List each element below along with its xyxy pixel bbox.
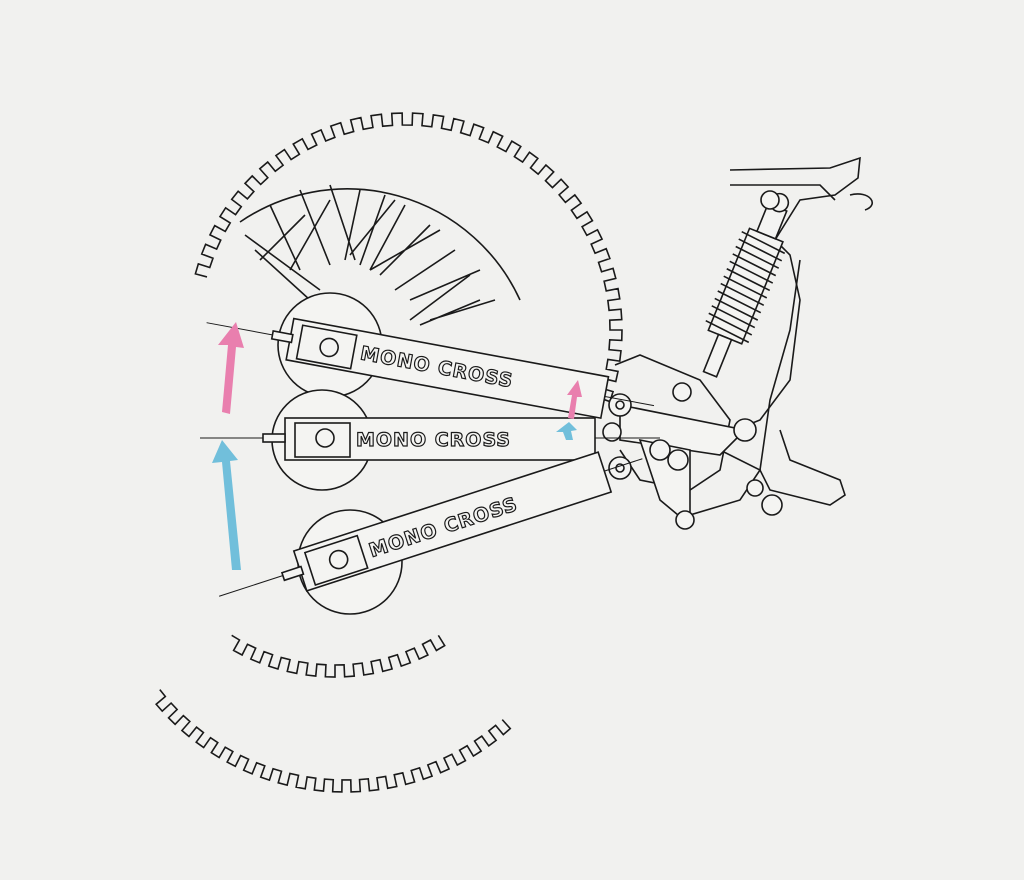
tire-outlines: [155, 112, 623, 793]
mono-cross-logo-middle: MONO CROSS: [356, 429, 511, 451]
shock-absorber: [702, 190, 790, 378]
swingarm-lower: MONO CROSS: [219, 451, 643, 597]
swingarm-middle: MONO CROSS: [200, 417, 660, 461]
lower-tire-tread: [155, 689, 512, 793]
wheel-spokes: [239, 184, 521, 326]
compression-arrow-pink: [218, 322, 582, 419]
linkage: [602, 382, 757, 530]
upper-tire-tread: [194, 112, 623, 408]
middle-tire-tread: [231, 634, 446, 678]
rebound-arrow-blue: [212, 422, 577, 570]
shock-spring: [705, 230, 786, 344]
